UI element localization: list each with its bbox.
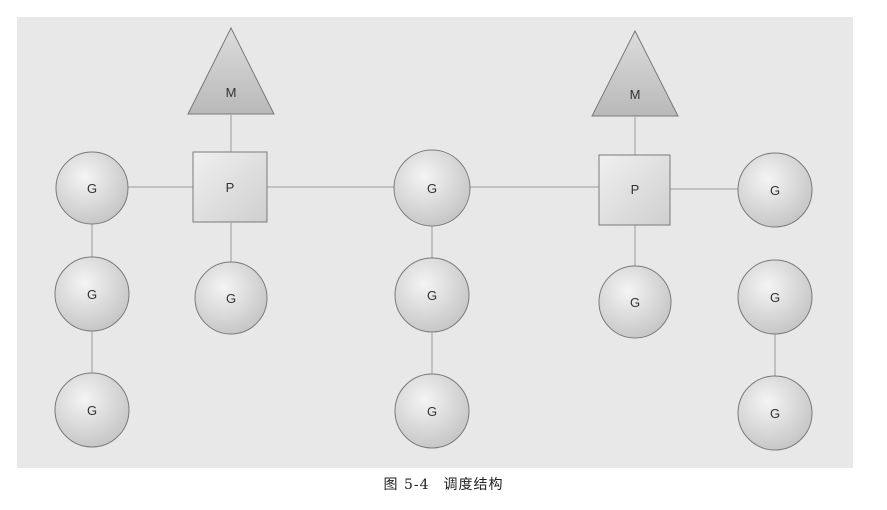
- goroutine-label: G: [427, 404, 437, 419]
- goroutine-node-7: G: [394, 373, 470, 449]
- goroutine-label: G: [427, 181, 437, 196]
- goroutine-label: G: [87, 403, 97, 418]
- figure-caption: 图 5-4 调度结构: [0, 474, 887, 494]
- processor-label: P: [631, 182, 640, 197]
- goroutine-node-2: G: [54, 256, 130, 332]
- goroutine-node-8: G: [598, 265, 672, 339]
- triangle-shape: [187, 26, 275, 115]
- figure-title: 调度结构: [443, 477, 504, 493]
- goroutine-node-9: G: [737, 152, 813, 228]
- goroutine-node-11: G: [737, 375, 813, 451]
- goroutine-node-4: G: [194, 261, 268, 335]
- square-shape: [192, 151, 268, 223]
- square-shape: [598, 154, 671, 226]
- edges: [91, 115, 776, 376]
- circle-shape: [394, 257, 470, 333]
- goroutine-label: G: [87, 287, 97, 302]
- machine-node-1: M: [187, 26, 275, 115]
- processor-label: P: [226, 180, 235, 195]
- circle-shape: [393, 149, 471, 227]
- goroutine-label: G: [87, 181, 97, 196]
- circle-shape: [737, 375, 813, 451]
- goroutine-label: G: [630, 295, 640, 310]
- goroutine-label: G: [427, 288, 437, 303]
- circle-shape: [194, 261, 268, 335]
- triangle-shape: [591, 29, 679, 117]
- goroutine-label: G: [770, 183, 780, 198]
- goroutine-label: G: [770, 406, 780, 421]
- circle-shape: [737, 259, 813, 335]
- goroutine-node-10: G: [737, 259, 813, 335]
- processor-node-1: P: [192, 151, 268, 223]
- goroutine-label: G: [770, 290, 780, 305]
- goroutine-node-1: G: [55, 151, 129, 225]
- machine-node-2: M: [591, 29, 679, 117]
- goroutine-label: G: [226, 291, 236, 306]
- circle-shape: [737, 152, 813, 228]
- goroutine-node-6: G: [394, 257, 470, 333]
- processor-node-2: P: [598, 154, 671, 226]
- goroutine-node-5: G: [393, 149, 471, 227]
- goroutine-node-3: G: [54, 372, 130, 448]
- circle-shape: [394, 373, 470, 449]
- circle-shape: [598, 265, 672, 339]
- circle-shape: [54, 256, 130, 332]
- circle-shape: [54, 372, 130, 448]
- figure-number: 图 5-4: [383, 477, 430, 493]
- circle-shape: [55, 151, 129, 225]
- machine-label: M: [226, 85, 237, 100]
- machine-label: M: [630, 87, 641, 102]
